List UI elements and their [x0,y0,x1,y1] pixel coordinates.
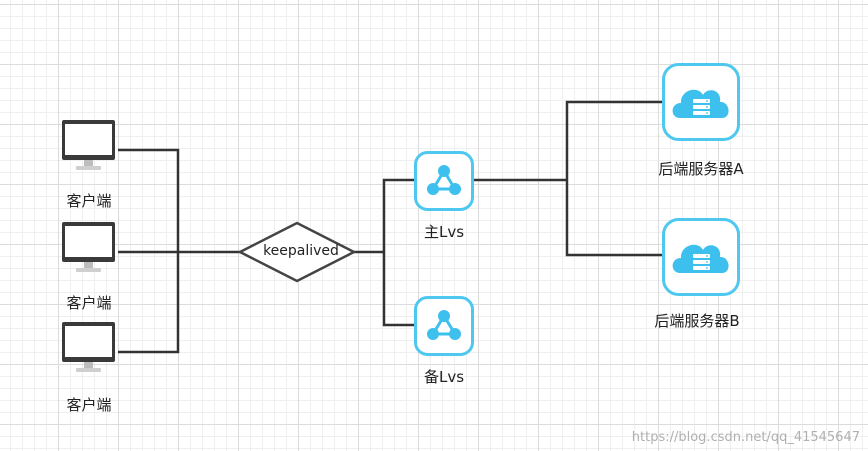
backup-lvs-label: 备Lvs [423,368,465,386]
client-monitor-3-icon[interactable] [62,322,115,372]
server-a-label: 后端服务器A [658,160,744,178]
keepalived-label: keepalived [263,243,339,259]
connector-client-1 [118,148,180,252]
connector-to-master-lvs [382,178,414,252]
client-label-1: 客户端 [66,192,112,210]
server-a-cloud-icon[interactable] [662,63,740,141]
client-monitor-2-icon[interactable] [62,222,115,272]
connectors [118,100,663,354]
backup-lvs-share-icon[interactable] [414,296,474,356]
master-lvs-label: 主Lvs [423,223,465,241]
connector-to-backup-lvs [382,252,414,327]
server-b-label: 后端服务器B [654,312,740,330]
connector-to-server-b [565,180,663,257]
keepalived-diamond[interactable] [237,221,357,283]
client-label-3: 客户端 [66,396,112,414]
connector-to-server-a [565,100,663,180]
watermark-url: https://blog.csdn.net/qq_41545647 [631,430,860,445]
client-label-2: 客户端 [66,294,112,312]
client-monitor-1-icon[interactable] [62,120,115,170]
master-lvs-share-icon[interactable] [414,151,474,211]
connector-client-3 [118,252,180,354]
server-b-cloud-icon[interactable] [662,218,740,296]
